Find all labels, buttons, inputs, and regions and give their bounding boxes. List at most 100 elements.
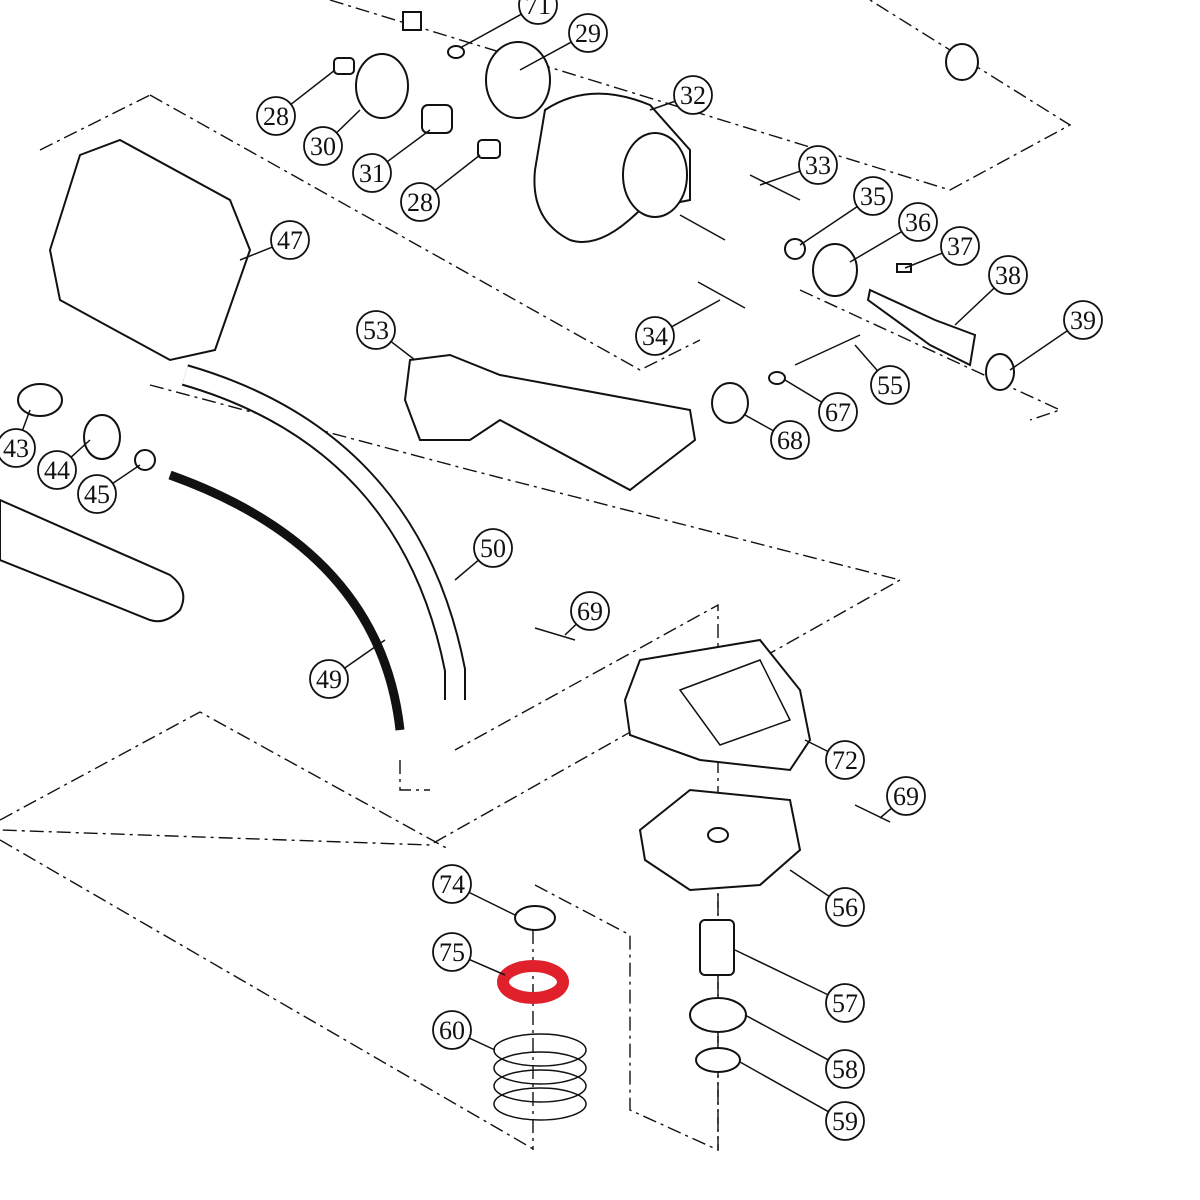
callout-68: 68 bbox=[744, 414, 810, 460]
callout-label: 71 bbox=[525, 0, 551, 20]
callout-label: 39 bbox=[1070, 306, 1096, 335]
callout-label: 50 bbox=[480, 534, 506, 563]
callout-label: 69 bbox=[577, 597, 603, 626]
callout-60: 60 bbox=[432, 1010, 496, 1051]
callout-label: 38 bbox=[995, 261, 1021, 290]
callout-35: 35 bbox=[799, 176, 893, 246]
callout-circle bbox=[818, 392, 858, 432]
callout-55: 55 bbox=[854, 344, 910, 405]
leader-line bbox=[290, 69, 336, 105]
callout-circle bbox=[825, 1049, 865, 1089]
callout-label: 28 bbox=[407, 188, 433, 217]
callout-32: 32 bbox=[649, 75, 713, 115]
callout-circle bbox=[635, 316, 675, 356]
part-spring-60 bbox=[493, 1033, 587, 1121]
callout-71: 71 bbox=[459, 0, 558, 49]
callout-circle bbox=[886, 776, 926, 816]
callout-label: 49 bbox=[316, 665, 342, 694]
callout-53: 53 bbox=[356, 310, 416, 361]
callout-circle bbox=[518, 0, 558, 25]
callout-72: 72 bbox=[804, 739, 865, 780]
part-key-37 bbox=[896, 263, 912, 273]
callout-69: 69 bbox=[564, 591, 610, 636]
callout-43: 43 bbox=[0, 409, 36, 468]
callout-circle bbox=[825, 1101, 865, 1141]
callout-36: 36 bbox=[849, 202, 938, 263]
part-shaft-38 bbox=[866, 288, 977, 367]
leader-line bbox=[744, 1014, 829, 1061]
leader-line bbox=[70, 439, 91, 458]
callout-56: 56 bbox=[789, 869, 865, 927]
callout-28: 28 bbox=[256, 69, 336, 136]
part-tube bbox=[0, 498, 185, 623]
part-shaft-31 bbox=[421, 104, 453, 134]
part-motor-housing-47 bbox=[48, 138, 252, 362]
part-ring-71 bbox=[447, 45, 465, 59]
leader-line bbox=[879, 807, 892, 819]
callout-circle bbox=[568, 13, 608, 53]
callout-34: 34 bbox=[635, 299, 721, 356]
callout-label: 29 bbox=[575, 19, 601, 48]
callout-47: 47 bbox=[239, 220, 310, 261]
part-guard-mount-72 bbox=[623, 638, 812, 772]
part-washer-75-highlighted bbox=[497, 960, 569, 1004]
leader-line bbox=[344, 639, 386, 669]
leader-line bbox=[849, 230, 903, 263]
callout-label: 32 bbox=[680, 81, 706, 110]
callout-circle bbox=[853, 176, 893, 216]
callout-label: 74 bbox=[439, 870, 465, 899]
callout-label: 35 bbox=[860, 182, 886, 211]
leader-line bbox=[1009, 330, 1068, 371]
part-bearing-36 bbox=[812, 243, 858, 297]
callout-label: 57 bbox=[832, 989, 858, 1018]
leader-line bbox=[854, 344, 879, 372]
callout-circle bbox=[37, 450, 77, 490]
callout-circle bbox=[432, 1010, 472, 1050]
leader-line bbox=[459, 13, 522, 49]
leader-line bbox=[21, 409, 31, 431]
callout-circle bbox=[798, 145, 838, 185]
callout-label: 75 bbox=[439, 938, 465, 967]
parts bbox=[0, 11, 1015, 1121]
leader-line bbox=[468, 1037, 496, 1051]
callout-circle bbox=[770, 420, 810, 460]
callout-circle bbox=[77, 474, 117, 514]
callout-label: 44 bbox=[44, 456, 70, 485]
callout-67: 67 bbox=[784, 379, 858, 432]
leader-line bbox=[734, 949, 829, 996]
callout-label: 58 bbox=[832, 1055, 858, 1084]
callout-74: 74 bbox=[432, 864, 516, 916]
callout-label: 45 bbox=[84, 480, 110, 509]
part-bushing bbox=[402, 11, 422, 31]
leader-line bbox=[112, 464, 141, 484]
callout-45: 45 bbox=[77, 464, 141, 514]
part-circlip-39 bbox=[985, 353, 1015, 391]
leader-line bbox=[390, 340, 416, 361]
callout-label: 47 bbox=[277, 226, 303, 255]
leader-line bbox=[649, 100, 676, 111]
callout-circle bbox=[825, 983, 865, 1023]
leader-line bbox=[671, 299, 721, 328]
callout-39: 39 bbox=[1009, 300, 1103, 371]
callout-label: 60 bbox=[439, 1016, 465, 1045]
leader-line bbox=[954, 287, 995, 326]
callout-31: 31 bbox=[352, 129, 431, 193]
callout-circle bbox=[473, 528, 513, 568]
callout-57: 57 bbox=[734, 949, 865, 1023]
callout-circle bbox=[825, 887, 865, 927]
callout-circle bbox=[0, 428, 36, 468]
callout-58: 58 bbox=[744, 1014, 865, 1089]
leader-line bbox=[789, 869, 830, 898]
callout-circle bbox=[988, 255, 1028, 295]
callout-circle bbox=[940, 226, 980, 266]
callout-37: 37 bbox=[904, 226, 980, 269]
callout-label: 55 bbox=[877, 371, 903, 400]
part-handle-53 bbox=[403, 353, 697, 492]
callout-49: 49 bbox=[309, 639, 386, 699]
callout-circle bbox=[898, 202, 938, 242]
callout-69: 69 bbox=[879, 776, 926, 819]
callout-label: 30 bbox=[310, 132, 336, 161]
callout-circle bbox=[309, 659, 349, 699]
callout-label: 28 bbox=[263, 102, 289, 131]
